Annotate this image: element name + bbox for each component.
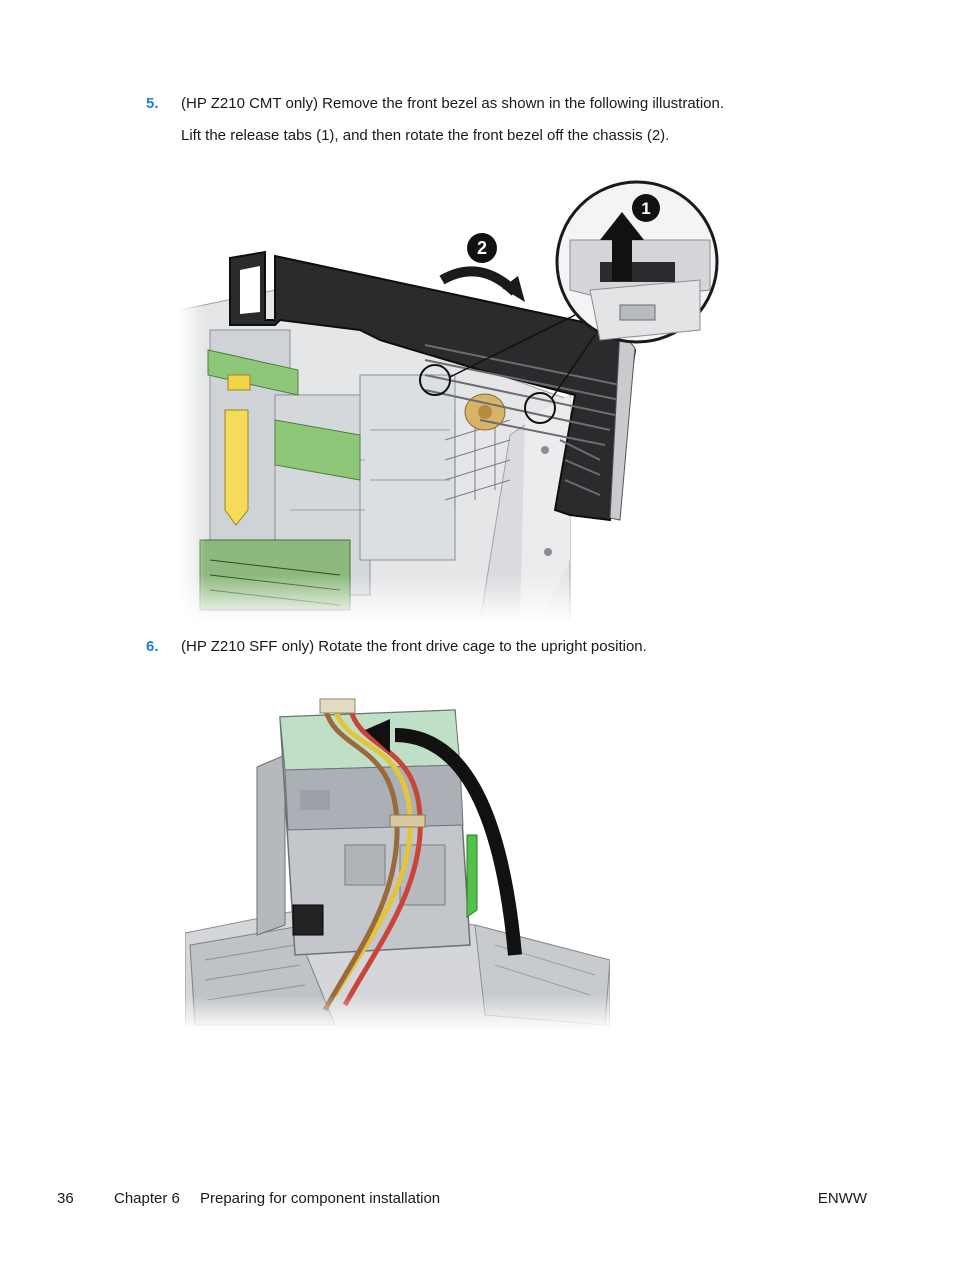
step-5: 5. (HP Z210 CMT only) Remove the front b… (146, 94, 826, 148)
step-text: (HP Z210 SFF only) Rotate the front driv… (181, 638, 647, 655)
footer-language-code: ENWW (817, 1190, 867, 1207)
page-number: 36 (57, 1190, 74, 1207)
step-subtext: Lift the release tabs (1), and then rota… (181, 127, 670, 144)
step-6: 6. (HP Z210 SFF only) Rotate the front d… (146, 637, 826, 659)
callout-1-label: 1 (641, 199, 650, 218)
step-number: 5. (146, 95, 159, 112)
step-number: 6. (146, 638, 159, 655)
chapter-title: Preparing for component installation (200, 1190, 441, 1207)
chapter-label: Chapter 6 (114, 1190, 180, 1207)
bezel-removal-illustration: 2 1 (179, 180, 720, 623)
callout-2-label: 2 (477, 238, 487, 258)
drive-cage-rotation-illustration (184, 695, 611, 1031)
step-text: (HP Z210 CMT only) Remove the front beze… (181, 95, 725, 112)
